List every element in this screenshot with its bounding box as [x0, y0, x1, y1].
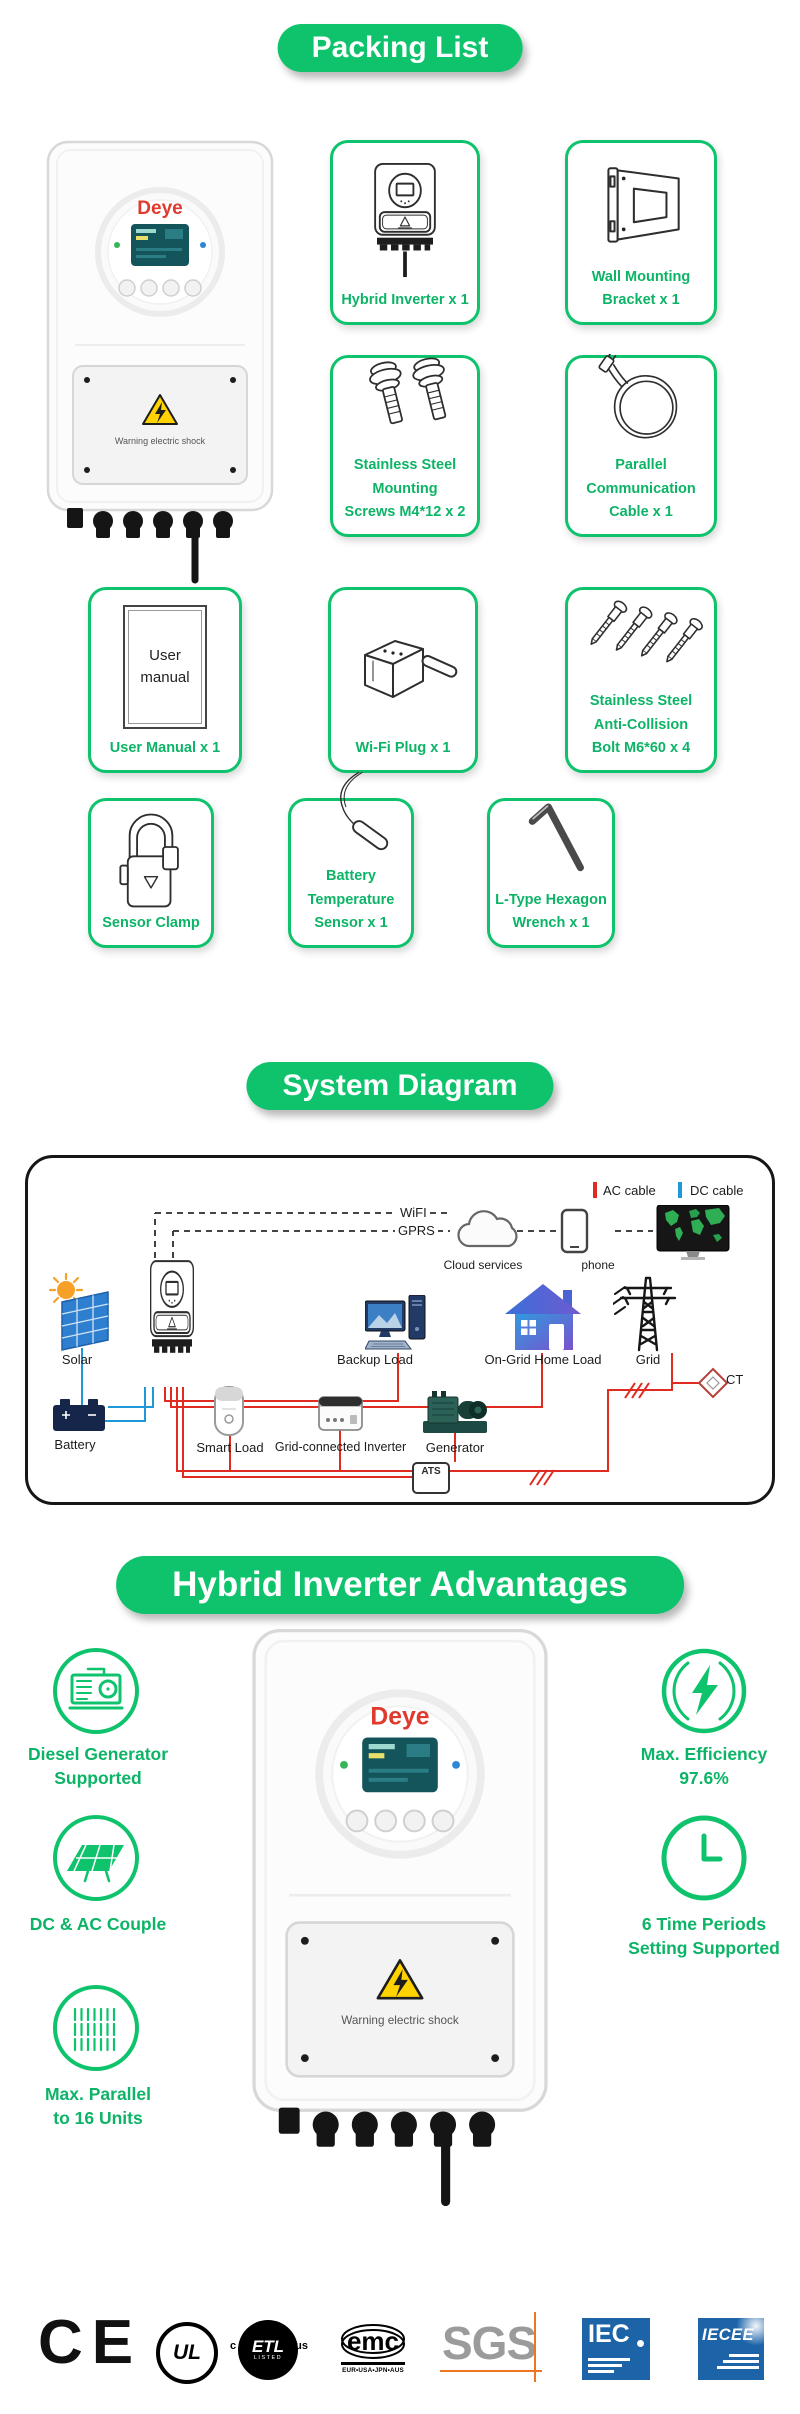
backup-load-icon: [365, 1295, 426, 1350]
packing-item-anti-collision-bolts: Stainless Steel Anti-Collision Bolt M6*6…: [565, 587, 717, 773]
packing-item-hybrid-inverter: Hybrid Inverter x 1: [330, 140, 480, 325]
packing-item-label: Sensor Clamp: [102, 914, 200, 931]
generator-label: Generator: [425, 1440, 485, 1455]
packing-item-label: Wall Mounting Bracket x 1: [591, 268, 691, 308]
packing-item-label: Stainless Steel Anti-Collision Bolt M6*6…: [589, 693, 693, 756]
dc-cable-legend-label: DC cable: [690, 1183, 744, 1198]
packing-item-label: Stainless Steel Mounting Screws M4*12 x …: [344, 457, 466, 520]
grid-connected-inverter-label: Grid-connected Inverter: [274, 1440, 407, 1454]
packing-list-title: Packing List: [277, 24, 523, 72]
solar-panel-icon: [61, 1291, 109, 1351]
iec-logo: IEC: [582, 2318, 650, 2380]
temperature-sensor-icon: [340, 772, 389, 851]
packing-item-wall-bracket: Wall Mounting Bracket x 1: [565, 140, 717, 325]
hexagon-wrench-icon: [528, 803, 584, 871]
sensor-clamp-icon: [119, 813, 179, 908]
dc-cable-legend-swatch: [678, 1182, 682, 1198]
packing-item-label: User Manual x 1: [109, 739, 221, 756]
packing-item-label: Hybrid Inverter x 1: [341, 291, 469, 308]
user-manual-cover-text: User manual: [140, 646, 190, 687]
packing-item-user-manual: User manual User Manual x 1: [88, 587, 242, 773]
warning-text: Warning electric shock: [115, 436, 206, 446]
smart-load-icon: [214, 1386, 244, 1436]
ul-mark-logo: UL: [156, 2322, 218, 2384]
grid-tower-icon: [613, 1276, 677, 1352]
bolts-icon: [590, 600, 703, 663]
phone-icon: [560, 1208, 589, 1254]
advantage-diesel-label: Diesel Generator Supported: [27, 1744, 169, 1789]
cloud-icon: [457, 1210, 518, 1248]
hybrid-inverter-product-image: Deye Warning electric shock: [46, 140, 274, 584]
wifi-link-label: WiFI: [397, 1205, 430, 1220]
ac-cable-legend-label: AC cable: [603, 1183, 656, 1198]
max-efficiency-icon: [661, 1648, 747, 1734]
packing-item-label: Battery Temperature Sensor x 1: [307, 868, 395, 931]
hybrid-inverter-icon: [374, 162, 436, 277]
packing-item-sensor-clamp: Sensor Clamp: [88, 798, 214, 948]
packing-item-wifi-plug: Wi-Fi Plug x 1: [328, 587, 478, 773]
generator-icon: [423, 1391, 487, 1433]
packing-item-hexagon-wrench: L-Type Hexagon Wrench x 1: [487, 798, 615, 948]
grid-label: Grid: [635, 1352, 661, 1367]
on-grid-home-icon: [505, 1284, 581, 1350]
sgs-logo: SGS: [440, 2312, 546, 2384]
packing-item-label: L-Type Hexagon Wrench x 1: [495, 891, 607, 931]
grid-connected-inverter-icon: [318, 1396, 363, 1431]
cloud-services-label: Cloud services: [443, 1258, 523, 1272]
packing-item-label: Wi-Fi Plug x 1: [355, 739, 451, 756]
diesel-generator-icon: [53, 1648, 139, 1734]
smart-load-label: Smart Load: [196, 1440, 264, 1455]
emc-mark-logo: emc EUR•USA•JPN•AUS: [341, 2324, 405, 2374]
system-diagram-title: System Diagram: [246, 1062, 554, 1110]
wall-bracket-icon: [607, 167, 680, 243]
wifi-plug-icon: [364, 640, 458, 699]
brand-logo: Deye: [370, 1703, 429, 1730]
advantage-time-periods-label: 6 Time Periods Setting Supported: [628, 1914, 780, 1959]
on-grid-home-load-label: On-Grid Home Load: [484, 1352, 602, 1367]
ac-cable-legend-swatch: [593, 1182, 597, 1198]
etl-mark-logo: c ETL LISTED us: [230, 2320, 308, 2384]
brand-logo: Deye: [137, 198, 182, 219]
backup-load-label: Backup Load: [337, 1352, 413, 1367]
packing-item-mounting-screws: Stainless Steel Mounting Screws M4*12 x …: [330, 355, 480, 537]
svg-text:emc: emc: [347, 2326, 399, 2356]
max-parallel-icon: [53, 1985, 139, 2071]
screws-icon: [369, 357, 447, 425]
gprs-link-label: GPRS: [395, 1223, 438, 1238]
diagram-inverter-icon: [150, 1260, 194, 1353]
phone-label: phone: [581, 1258, 615, 1272]
advantage-couple-label: DC & AC Couple: [29, 1914, 167, 1934]
user-manual-icon: User manual: [123, 605, 207, 730]
ct-label: CT: [726, 1372, 744, 1387]
packing-item-label: Parallel Communication Cable x 1: [586, 457, 696, 520]
ce-mark-logo: CE: [38, 2308, 143, 2377]
advantages-title: Hybrid Inverter Advantages: [116, 1556, 684, 1614]
advantage-parallel-label: Max. Parallel to 16 Units: [44, 2084, 152, 2129]
dc-ac-couple-icon: [53, 1815, 139, 1901]
solar-label: Solar: [61, 1352, 93, 1367]
time-periods-icon: [661, 1815, 747, 1901]
advantage-efficiency-label: Max. Efficiency 97.6%: [640, 1744, 768, 1789]
monitoring-screen-icon: [656, 1205, 730, 1260]
ats-box: ATS: [412, 1462, 450, 1494]
ats-label: ATS: [421, 1466, 441, 1477]
communication-cable-icon: [598, 354, 678, 439]
battery-icon: [53, 1399, 105, 1431]
warning-text: Warning electric shock: [341, 2014, 459, 2027]
packing-item-battery-temp-sensor: Battery Temperature Sensor x 1: [288, 772, 414, 948]
packing-item-parallel-cable: Parallel Communication Cable x 1: [565, 354, 717, 537]
ct-sensor-icon: [697, 1367, 729, 1399]
iecee-logo: IECEE: [698, 2318, 764, 2380]
advantages-inverter-product-image: Deye Warning electric shock: [252, 1628, 548, 2207]
battery-label: Battery: [54, 1437, 96, 1452]
